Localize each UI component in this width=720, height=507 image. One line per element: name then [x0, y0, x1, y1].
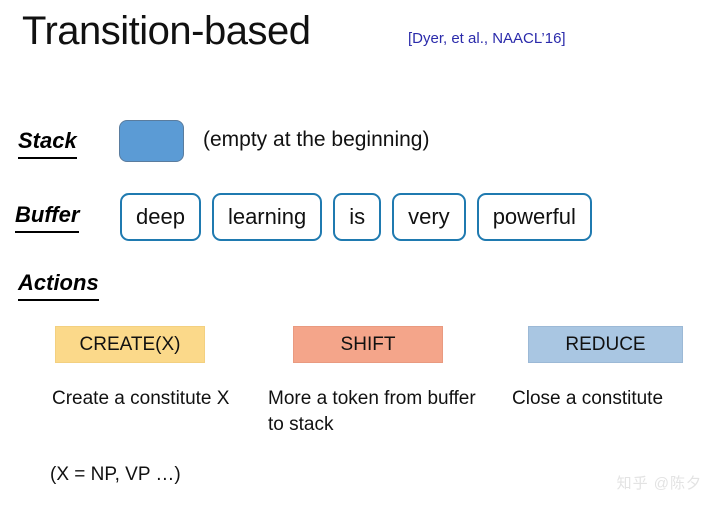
- actions-row-label: Actions: [18, 270, 99, 301]
- action-chip-shift: SHIFT: [293, 326, 443, 363]
- buffer-token-list: deep learning is very powerful: [120, 193, 592, 241]
- action-chip-create: CREATE(X): [55, 326, 205, 363]
- action-chip-reduce: REDUCE: [528, 326, 683, 363]
- buffer-token: learning: [211, 193, 323, 241]
- buffer-token: powerful: [476, 193, 592, 241]
- buffer-token: is: [333, 193, 382, 241]
- watermark: 知乎 @陈夕: [616, 475, 702, 492]
- buffer-token: deep: [120, 193, 201, 241]
- action-description-create: Create a constitute X: [52, 388, 230, 409]
- page-title: Transition-based: [22, 9, 311, 53]
- action-note-create: (X = NP, VP …): [50, 464, 181, 485]
- stack-row-label: Stack: [18, 128, 77, 159]
- buffer-token: very: [392, 193, 466, 241]
- stack-note: (empty at the beginning): [203, 128, 430, 151]
- citation-reference: [Dyer, et al., NAACL’16]: [408, 30, 566, 47]
- stack-empty-box: [119, 120, 184, 162]
- action-description-shift: More a token from buffer to stack: [268, 388, 476, 436]
- action-description-reduce: Close a constitute: [512, 388, 664, 409]
- buffer-row-label: Buffer: [15, 202, 80, 233]
